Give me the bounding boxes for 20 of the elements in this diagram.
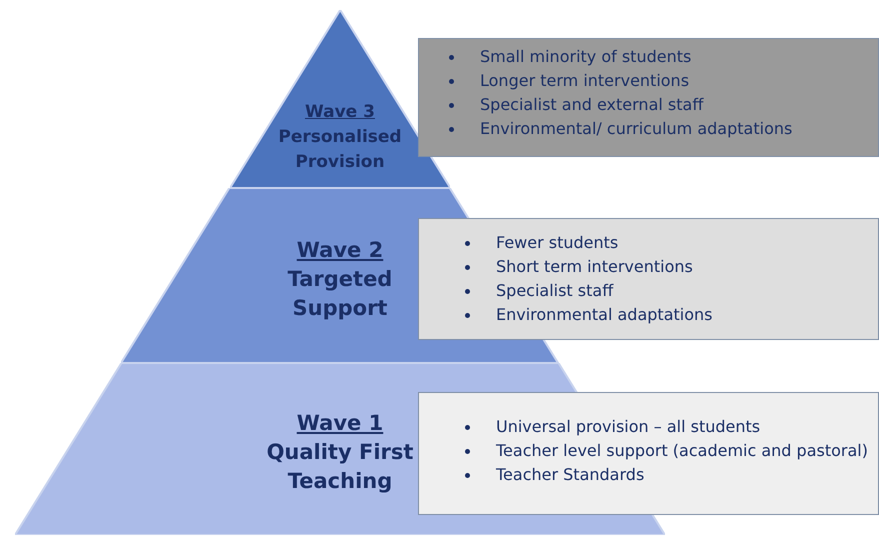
wave-title: Wave 1 [296,410,384,437]
bullet-item: Specialist staff [496,280,614,302]
wave-title: Wave 2 [296,237,384,264]
text-panel [418,38,879,157]
bullet-item: Small minority of students [480,46,692,68]
bullet-item: Short term interventions [496,256,693,278]
tier-label: Quality First Teaching [266,439,414,495]
tier-label: Targeted Support [286,266,394,322]
bullet-item: Environmental/ curriculum adaptations [480,118,792,140]
bullet-item: Teacher Standards [496,464,644,486]
bullet-item: Fewer students [496,232,618,254]
bullet-item: Specialist and external staff [480,94,704,116]
tier-label: Personalised Provision [277,126,403,174]
bullet-item: Universal provision – all students [496,416,760,438]
text-panel [418,392,879,515]
text-panel [418,218,879,340]
bullet-item: Environmental adaptations [496,304,712,326]
wave-title: Wave 3 [304,101,375,124]
bullet-item: Longer term interventions [480,70,690,92]
bullet-item: Teacher level support (academic and pastoral) [496,440,868,462]
